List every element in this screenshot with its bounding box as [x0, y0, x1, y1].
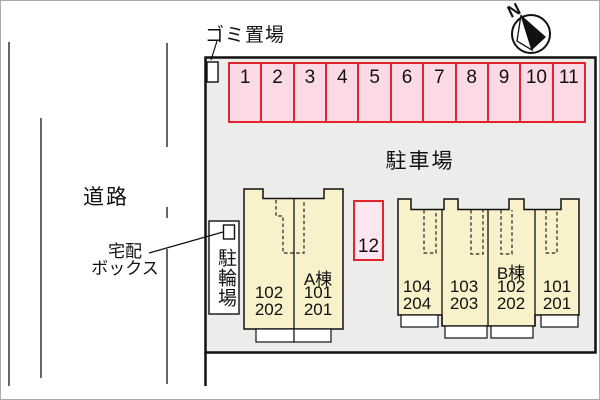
compass-needle-black [521, 15, 546, 50]
building-a-unit-101: 101 201 [295, 284, 341, 318]
road-lines [8, 42, 168, 386]
unit-number: 201 [542, 294, 572, 313]
unit-number: 201 [303, 300, 333, 319]
parking-space-9: 9 [486, 64, 519, 121]
unit-number: 101 [303, 283, 333, 302]
building-b-stairs-icon [470, 210, 484, 255]
building-b-balcony [490, 325, 534, 339]
unit-number: 202 [496, 294, 526, 313]
building-a-unit-102: 102 202 [247, 284, 291, 318]
parking-lot-label: 駐車場 [385, 150, 455, 173]
delivery-box-label: 宅配 ボックス [85, 243, 165, 277]
building-a-balcony [255, 328, 295, 343]
building-a-stairs-icon [275, 200, 305, 254]
building-b-unit-101: 101 201 [536, 278, 578, 312]
building-b-balcony [400, 314, 439, 328]
unit-number: 102 [496, 277, 526, 296]
parking-space-6: 6 [389, 64, 422, 121]
building-b-balcony [444, 325, 488, 339]
garbage-pointer-line [210, 40, 218, 61]
parking-space-11: 11 [551, 64, 584, 121]
building-b-stairs-icon [545, 210, 558, 254]
building-a-name: A棟 [303, 270, 333, 289]
parking-space-10: 10 [519, 64, 551, 121]
building-b-unit-104: 104 204 [395, 278, 439, 312]
parking-space-2: 2 [260, 64, 292, 121]
parking-space-1: 1 [239, 67, 251, 88]
delivery-box-pointer-line [148, 231, 224, 254]
building-b-stairs-icon [423, 210, 437, 254]
parking-space-3: 3 [292, 64, 325, 121]
unit-number: 103 [449, 277, 479, 296]
unit-number: 204 [402, 294, 432, 313]
parking-space-12: 12 [353, 200, 384, 261]
garbage-box-marker [206, 61, 219, 83]
garbage-area-label: ゴミ置場 [205, 25, 286, 46]
delivery-box-label-line2: ボックス [91, 259, 159, 278]
unit-number: 101 [542, 277, 572, 296]
unit-number: 104 [402, 277, 432, 296]
building-a-balcony [293, 328, 332, 343]
building-b-stairs-icon [500, 210, 513, 255]
unit-number: 203 [449, 294, 479, 313]
parking-space-8: 8 [454, 64, 487, 121]
compass-icon [511, 14, 551, 54]
parking-space-7: 7 [422, 64, 454, 121]
delivery-box-icon [222, 224, 236, 240]
road-label: 道路 [83, 186, 129, 209]
parking-space-5: 5 [357, 64, 389, 121]
unit-number: 202 [254, 300, 284, 319]
building-b-name: B棟 [496, 264, 526, 283]
building-b-unit-102: 102 202 [489, 278, 533, 312]
building-b-balcony [540, 314, 579, 328]
bicycle-parking-label: 駐輪場 [215, 248, 236, 308]
parking-row: 1 2 3 4 5 6 7 8 9 10 11 [228, 62, 586, 123]
unit-number: 102 [254, 283, 284, 302]
delivery-box-label-line1: 宅配 [108, 242, 142, 261]
building-b-unit-103: 103 203 [442, 278, 486, 312]
parking-space-4: 4 [325, 64, 357, 121]
